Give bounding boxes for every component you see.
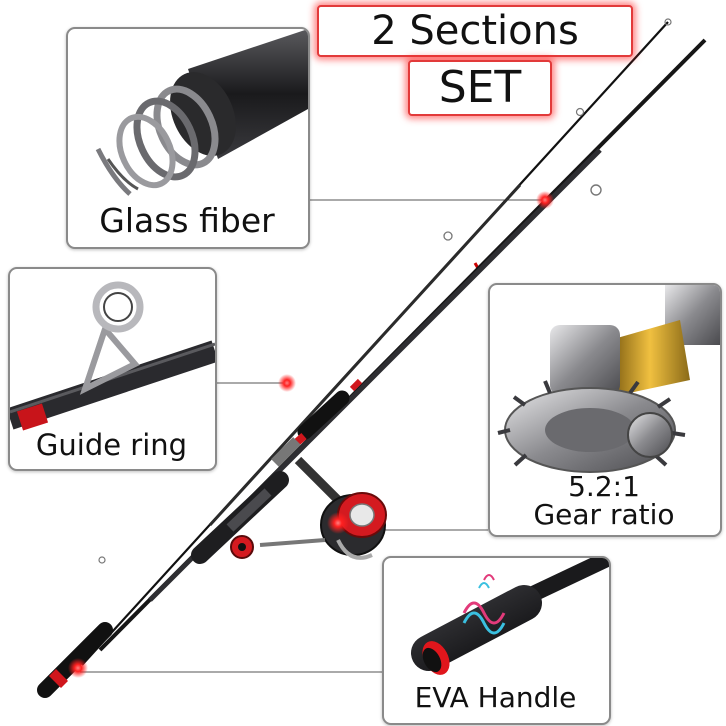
callout-eva-handle: EVA Handle <box>382 556 611 725</box>
gear-ratio-value: 5.2:1 <box>568 470 640 503</box>
glass-fiber-rod-icon <box>95 29 308 196</box>
guide-ring-label: Guide ring <box>35 428 188 462</box>
headline-line-1: 2 Sections <box>317 5 633 57</box>
rod-section-upper <box>81 18 672 666</box>
rod-section-lower <box>37 38 707 698</box>
callout-glass-fiber: Glass fiber <box>66 27 310 249</box>
callout-gear-ratio: 5.2:1 Gear ratio <box>488 283 722 537</box>
headline-line-2: SET <box>408 60 552 116</box>
eva-grip-icon <box>411 558 609 675</box>
gear-ratio-label: Gear ratio <box>533 498 675 531</box>
eva-handle-label: EVA Handle <box>414 681 577 714</box>
headline-line-1-text: 2 Sections <box>371 8 579 54</box>
reel-gear-icon <box>497 285 720 473</box>
highlight-markers <box>68 191 554 678</box>
glass-fiber-label: Glass fiber <box>99 201 275 240</box>
spinning-reel-icon <box>230 456 387 560</box>
headline-line-2-text: SET <box>438 62 522 113</box>
guide-ring-icon <box>10 281 215 431</box>
callout-guide-ring: Guide ring <box>8 267 217 471</box>
